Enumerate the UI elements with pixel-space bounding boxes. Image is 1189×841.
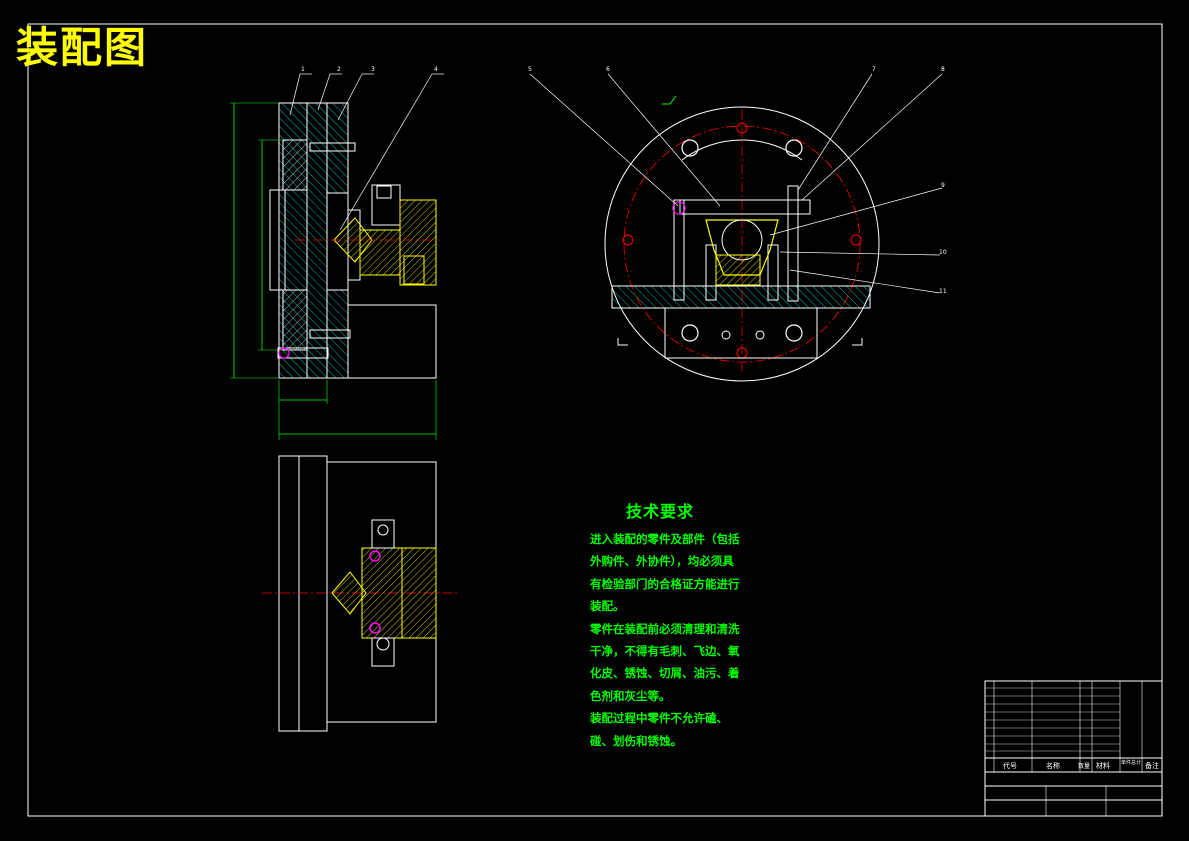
title-block-header-unit: 单件 [1121,760,1132,766]
balloon-10: 10 [939,249,947,256]
requirement-line: 装配。 [590,599,625,614]
requirement-line: 进入装配的零件及部件（包括 [590,532,740,546]
technical-requirements-body: 进入装配的零件及部件（包括 外购件、外协件），均必须具 有检验部门的合格证方能进… [590,528,740,752]
requirement-line: 装配过程中零件不允许磕、 [590,711,728,726]
side-view [262,455,460,732]
requirement-line: 外购件、外协件），均必须具 [590,554,734,569]
title-block-header-qty: 数量 [1078,763,1091,770]
title-block-header-code: 代号 [1003,762,1017,770]
balloon-5: 5 [528,66,532,73]
circular-front-view [529,73,943,382]
balloon-7: 7 [872,66,876,73]
requirement-line: 有检验部门的合格证方能进行 [590,576,740,591]
requirement-line: 化皮、锈蚀、切屑、油污、着 [590,666,740,681]
front-section-view [230,73,444,440]
balloon-8: 8 [941,66,945,73]
title-block [984,680,1163,817]
balloon-2: 2 [337,66,341,73]
technical-requirements-heading: 技术要求 [626,502,695,521]
balloon-9: 9 [941,182,945,189]
drawing-border [27,23,1163,817]
requirement-line: 色剂和灰尘等。 [590,688,671,703]
title-block-header-material: 材料 [1096,762,1110,770]
drawing-title: 装配图 [16,23,149,72]
balloon-11: 11 [939,288,947,295]
balloon-3: 3 [371,66,375,73]
balloon-6: 6 [606,66,610,73]
requirement-line: 碰、划伤和锈蚀。 [590,733,682,748]
title-block-header-remark: 备注 [1145,762,1159,770]
requirement-line: 干净，不得有毛刺、飞边、氧 [590,644,740,659]
title-block-header-name: 名称 [1046,762,1060,770]
title-block-header-total: 总计 [1131,760,1142,766]
balloon-4: 4 [434,66,438,73]
balloon-1: 1 [301,66,305,73]
requirement-line: 零件在装配前必须清理和清洗 [590,621,740,636]
